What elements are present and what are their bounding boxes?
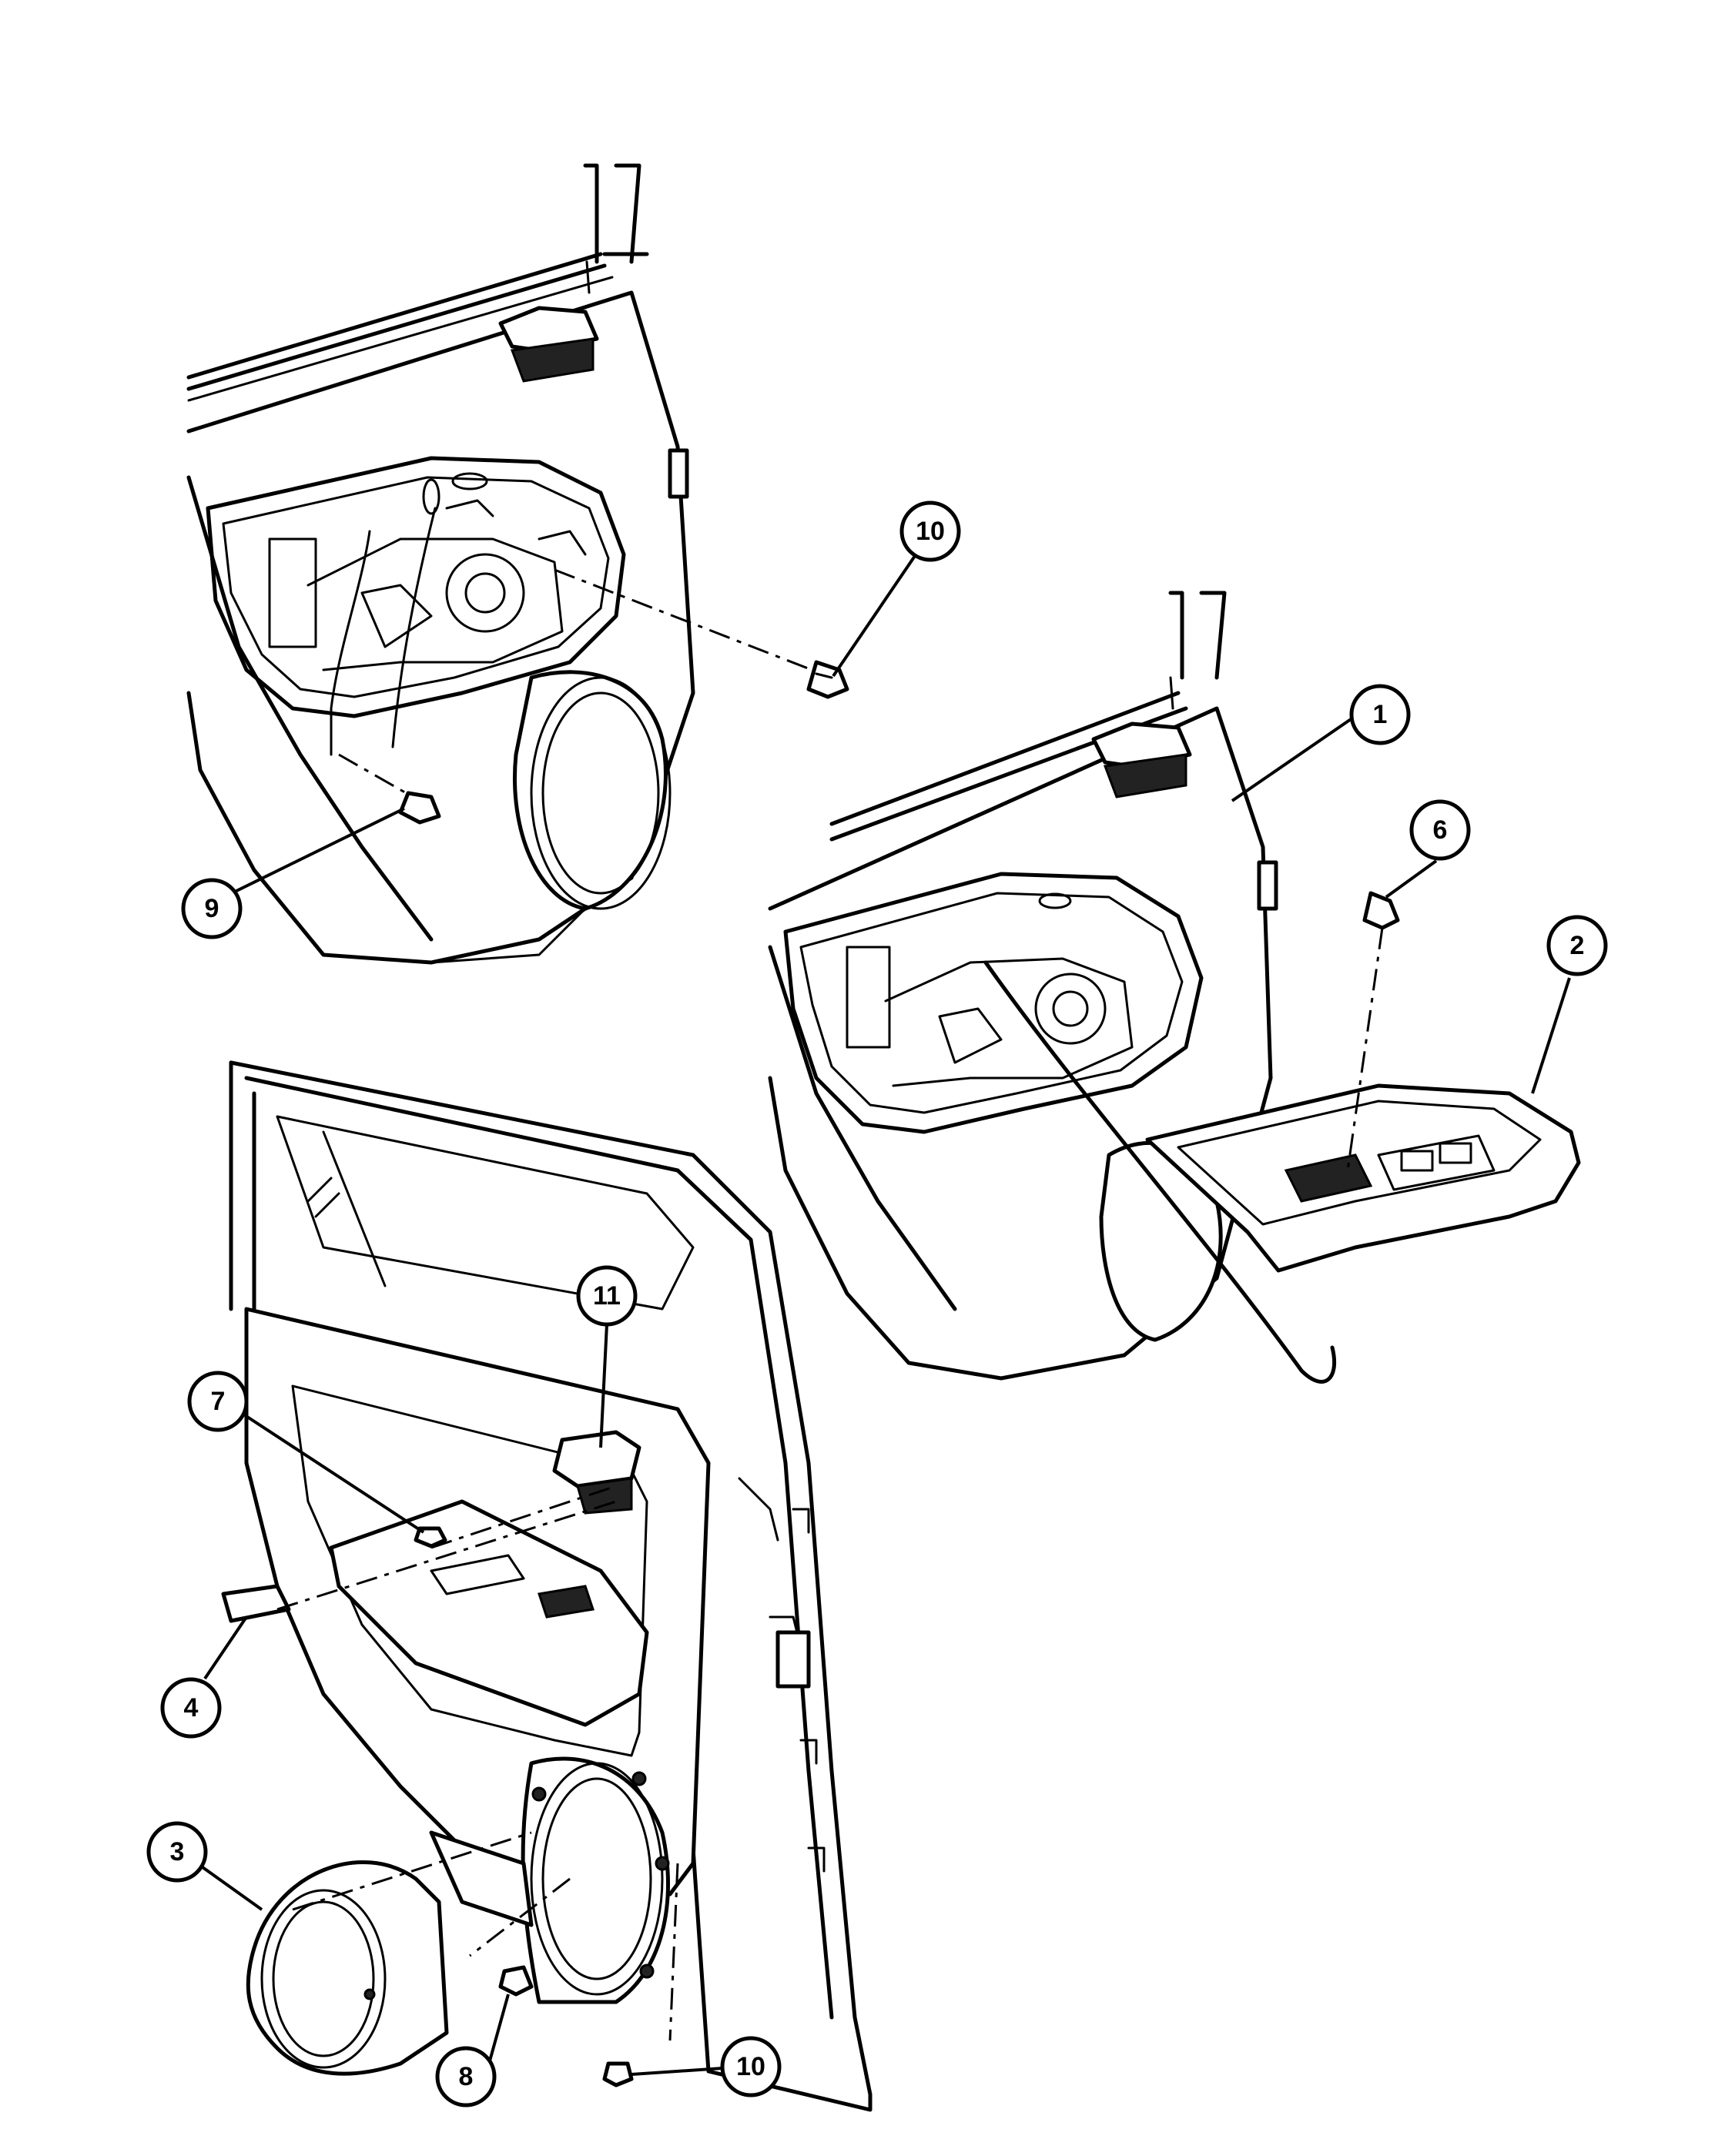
svg-text:4: 4 [184, 1693, 199, 1722]
svg-text:7: 7 [211, 1387, 226, 1416]
svg-text:11: 11 [593, 1281, 621, 1311]
screw-10-upper [806, 660, 849, 699]
svg-text:9: 9 [205, 894, 219, 923]
callout-3: 3 [146, 1821, 208, 1883]
pull-cup-4 [221, 1584, 291, 1623]
callout-leaders [201, 554, 1571, 2076]
screw-6 [1346, 891, 1400, 1171]
svg-text:10: 10 [916, 517, 945, 546]
callout-6: 6 [1409, 799, 1471, 861]
callout-7: 7 [187, 1371, 249, 1432]
bolt-9 [398, 791, 441, 825]
svg-text:10: 10 [736, 2052, 765, 2081]
upper-left-door-view [186, 163, 849, 965]
callout-2: 2 [1546, 915, 1608, 976]
right-door-view [768, 591, 1581, 1384]
callout-1: 1 [1349, 684, 1411, 745]
speaker-grille-3 [246, 1860, 449, 2076]
svg-text:2: 2 [1570, 931, 1585, 960]
svg-text:3: 3 [170, 1837, 185, 1866]
switch-bezel-2 [1145, 1083, 1581, 1273]
callout-10-upper: 10 [899, 500, 961, 562]
svg-text:8: 8 [459, 2062, 474, 2091]
svg-text:1: 1 [1373, 700, 1388, 729]
callout-9: 9 [181, 878, 243, 939]
callout-8: 8 [435, 2046, 497, 2107]
svg-text:6: 6 [1433, 815, 1448, 845]
callout-4: 4 [160, 1677, 222, 1739]
lower-door-view [221, 1060, 873, 2112]
callout-10-lower: 10 [720, 2036, 782, 2097]
callout-11: 11 [576, 1265, 638, 1327]
